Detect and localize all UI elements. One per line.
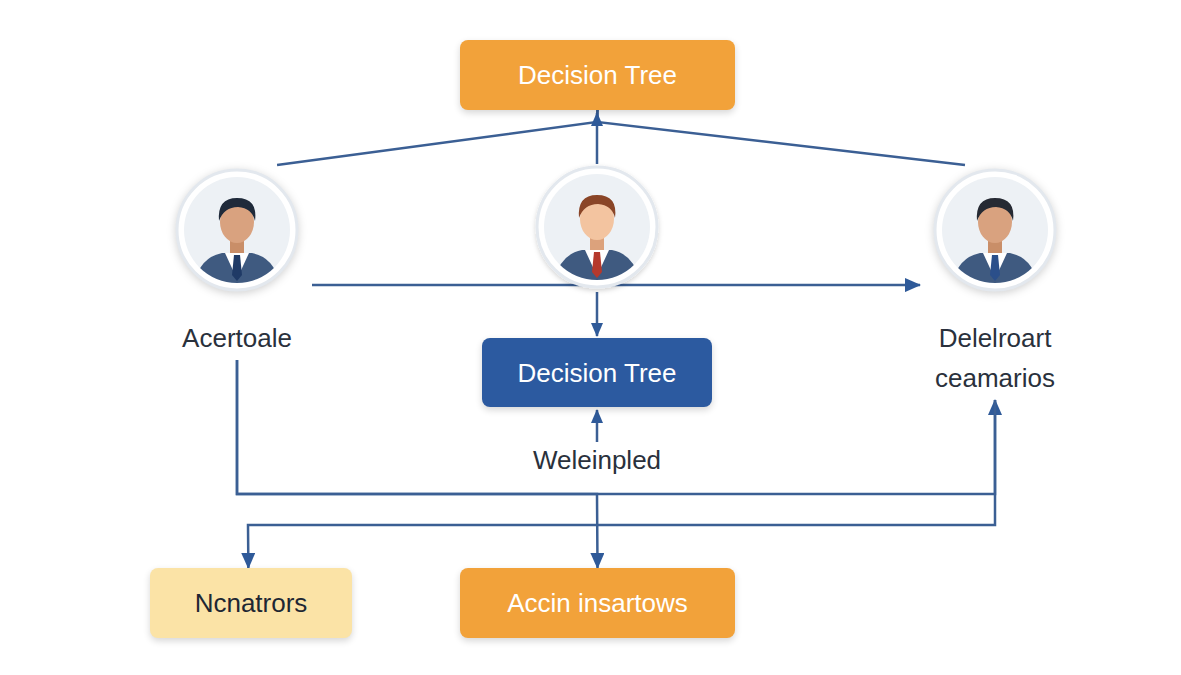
avatar-background [544, 174, 650, 280]
avatar-suit [554, 250, 640, 284]
avatar-ring [537, 167, 657, 287]
process-box: Ncnatrors [150, 568, 352, 638]
box-label: Accin insartows [507, 587, 688, 619]
avatar-tie [990, 255, 1000, 281]
person-avatar [172, 165, 302, 295]
connector-line [596, 113, 599, 164]
person-node: Acertoale [162, 165, 312, 360]
connector-arrow [277, 110, 597, 165]
connector-arrow [597, 110, 965, 165]
connector-line [596, 410, 599, 442]
person-avatar [537, 167, 657, 287]
connector-line [596, 292, 599, 336]
avatar-suit [952, 253, 1038, 287]
avatar-tie [592, 252, 602, 278]
box-label: Decision Tree [518, 59, 677, 91]
avatar-hair [219, 198, 256, 221]
avatar-hair [977, 198, 1014, 221]
annotation-label: Weleinpled [497, 440, 697, 480]
box-label: Decision Tree [518, 357, 677, 389]
person-node: Delelroart ceamarios [920, 165, 1070, 400]
avatar-background [184, 177, 290, 283]
avatar-hair [579, 195, 616, 218]
process-box: Decision Tree [482, 338, 712, 407]
avatar-background [942, 177, 1048, 283]
avatar-tie [232, 255, 242, 281]
avatar-ring [177, 170, 297, 290]
connector-arrow [248, 400, 995, 568]
process-box: Accin insartows [460, 568, 735, 638]
person-label: Delelroart ceamarios [920, 318, 1070, 398]
avatar-ring [935, 170, 1055, 290]
box-label: Ncnatrors [195, 587, 308, 619]
process-box: Decision Tree [460, 40, 735, 110]
person-label: Acertoale [162, 318, 312, 358]
avatar-suit [194, 253, 280, 287]
person-avatar [930, 165, 1060, 295]
